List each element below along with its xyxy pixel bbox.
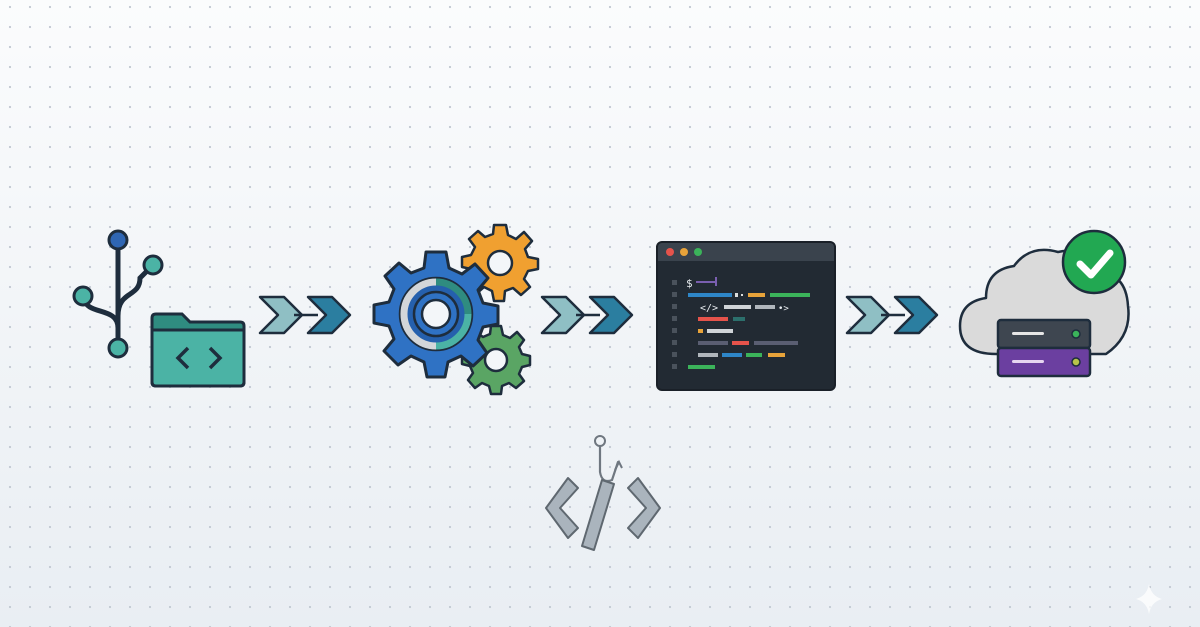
arrow-connector-1 <box>258 295 354 335</box>
maximize-dot-icon <box>694 248 702 256</box>
double-chevron-arrow-icon <box>540 295 634 335</box>
checkmark-badge-icon <box>1061 229 1127 295</box>
close-dot-icon <box>666 248 674 256</box>
git-branch-icon <box>72 229 164 359</box>
source-repo-stage <box>66 228 256 388</box>
server-rack-icon <box>996 318 1092 378</box>
double-chevron-arrow-icon <box>845 295 939 335</box>
code-lines-icon: $ </> •> <box>672 277 810 369</box>
minimize-dot-icon <box>680 248 688 256</box>
blue-gear-icon <box>372 250 500 379</box>
svg-text:•>: •> <box>778 304 789 314</box>
gears-icon <box>372 223 540 396</box>
build-gears-stage <box>372 223 540 396</box>
sparkle-icon <box>1136 584 1162 614</box>
double-chevron-arrow-icon <box>258 295 352 335</box>
terminal-title-bar <box>658 243 834 261</box>
arrow-connector-2 <box>540 295 636 335</box>
cloud-deploy-stage <box>956 224 1136 384</box>
code-terminal-window: $ </> •> <box>656 241 836 391</box>
code-folder-icon <box>150 312 246 388</box>
hooked-code-icon <box>545 435 661 551</box>
cloud-server-icon <box>958 229 1130 378</box>
phishing-hook-code <box>542 432 662 552</box>
code-tag: </> <box>700 303 718 314</box>
prompt-symbol: $ <box>686 277 693 290</box>
arrow-connector-3 <box>845 295 941 335</box>
